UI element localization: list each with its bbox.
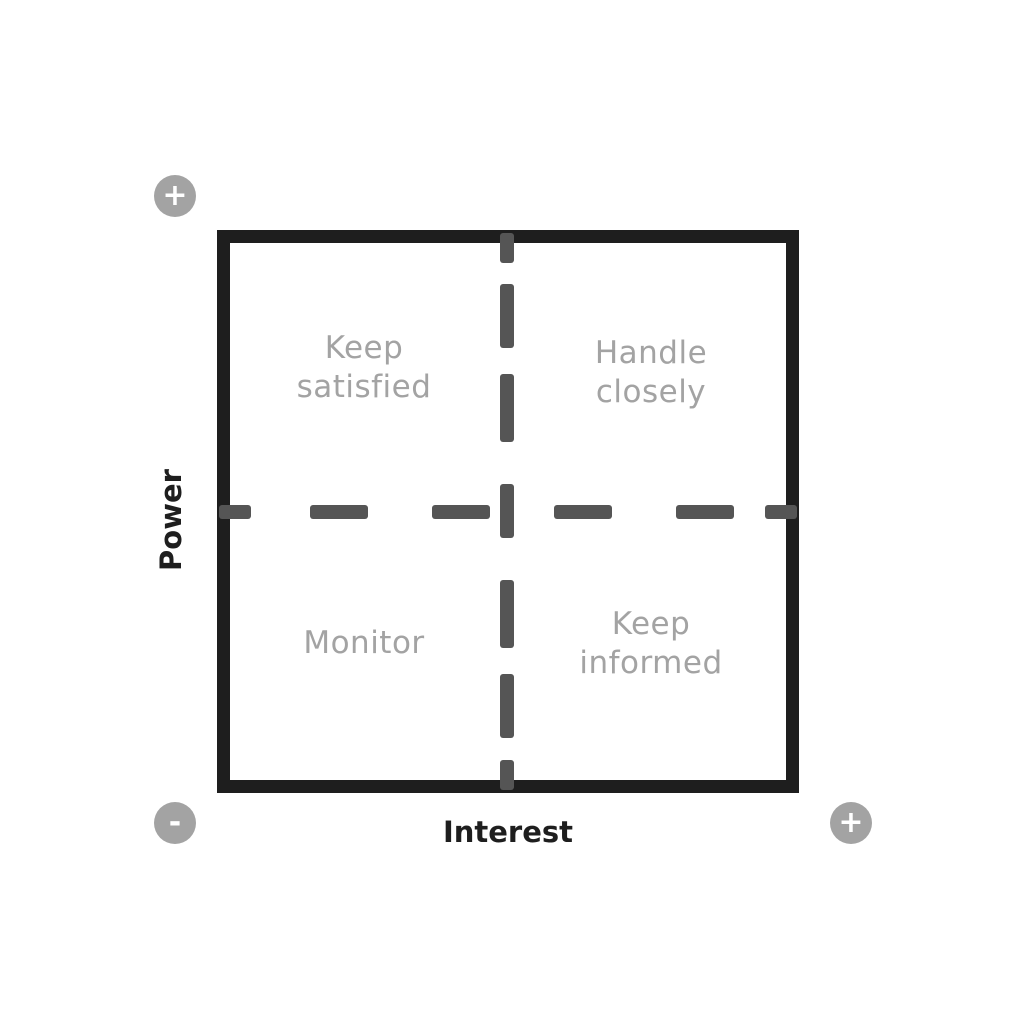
horizontal-divider-dash — [219, 505, 251, 519]
quadrant-label-line: satisfied — [296, 369, 432, 405]
quadrant-label-line: Keep — [611, 606, 691, 642]
plus-icon: + — [154, 175, 196, 217]
vertical-divider-dash — [500, 580, 514, 648]
y-axis-label: Power — [154, 469, 188, 571]
vertical-divider-dash — [500, 284, 514, 348]
plus-icon: + — [830, 802, 872, 844]
quadrant-keep-satisfied: Keep satisfied — [244, 329, 484, 407]
quadrant-handle-closely: Handle closely — [531, 334, 771, 412]
vertical-divider-dash — [500, 674, 514, 738]
minus-icon: - — [154, 802, 196, 844]
vertical-divider-dash — [500, 484, 514, 538]
horizontal-divider-dash — [554, 505, 612, 519]
horizontal-divider-dash — [432, 505, 490, 519]
vertical-divider-dash — [500, 760, 514, 790]
x-axis-label: Interest — [442, 815, 574, 849]
horizontal-divider-dash — [765, 505, 797, 519]
quadrant-label-line: Keep — [324, 330, 404, 366]
quadrant-label-line: closely — [595, 374, 707, 410]
quadrant-label-line: Handle — [594, 335, 708, 371]
vertical-divider-dash — [500, 374, 514, 442]
quadrant-keep-informed: Keep informed — [531, 605, 771, 683]
quadrant-label-line: Monitor — [303, 625, 425, 661]
quadrant-label-line: informed — [579, 645, 723, 681]
horizontal-divider-dash — [310, 505, 368, 519]
quadrant-monitor: Monitor — [244, 624, 484, 663]
vertical-divider-dash — [500, 233, 514, 263]
horizontal-divider-dash — [676, 505, 734, 519]
